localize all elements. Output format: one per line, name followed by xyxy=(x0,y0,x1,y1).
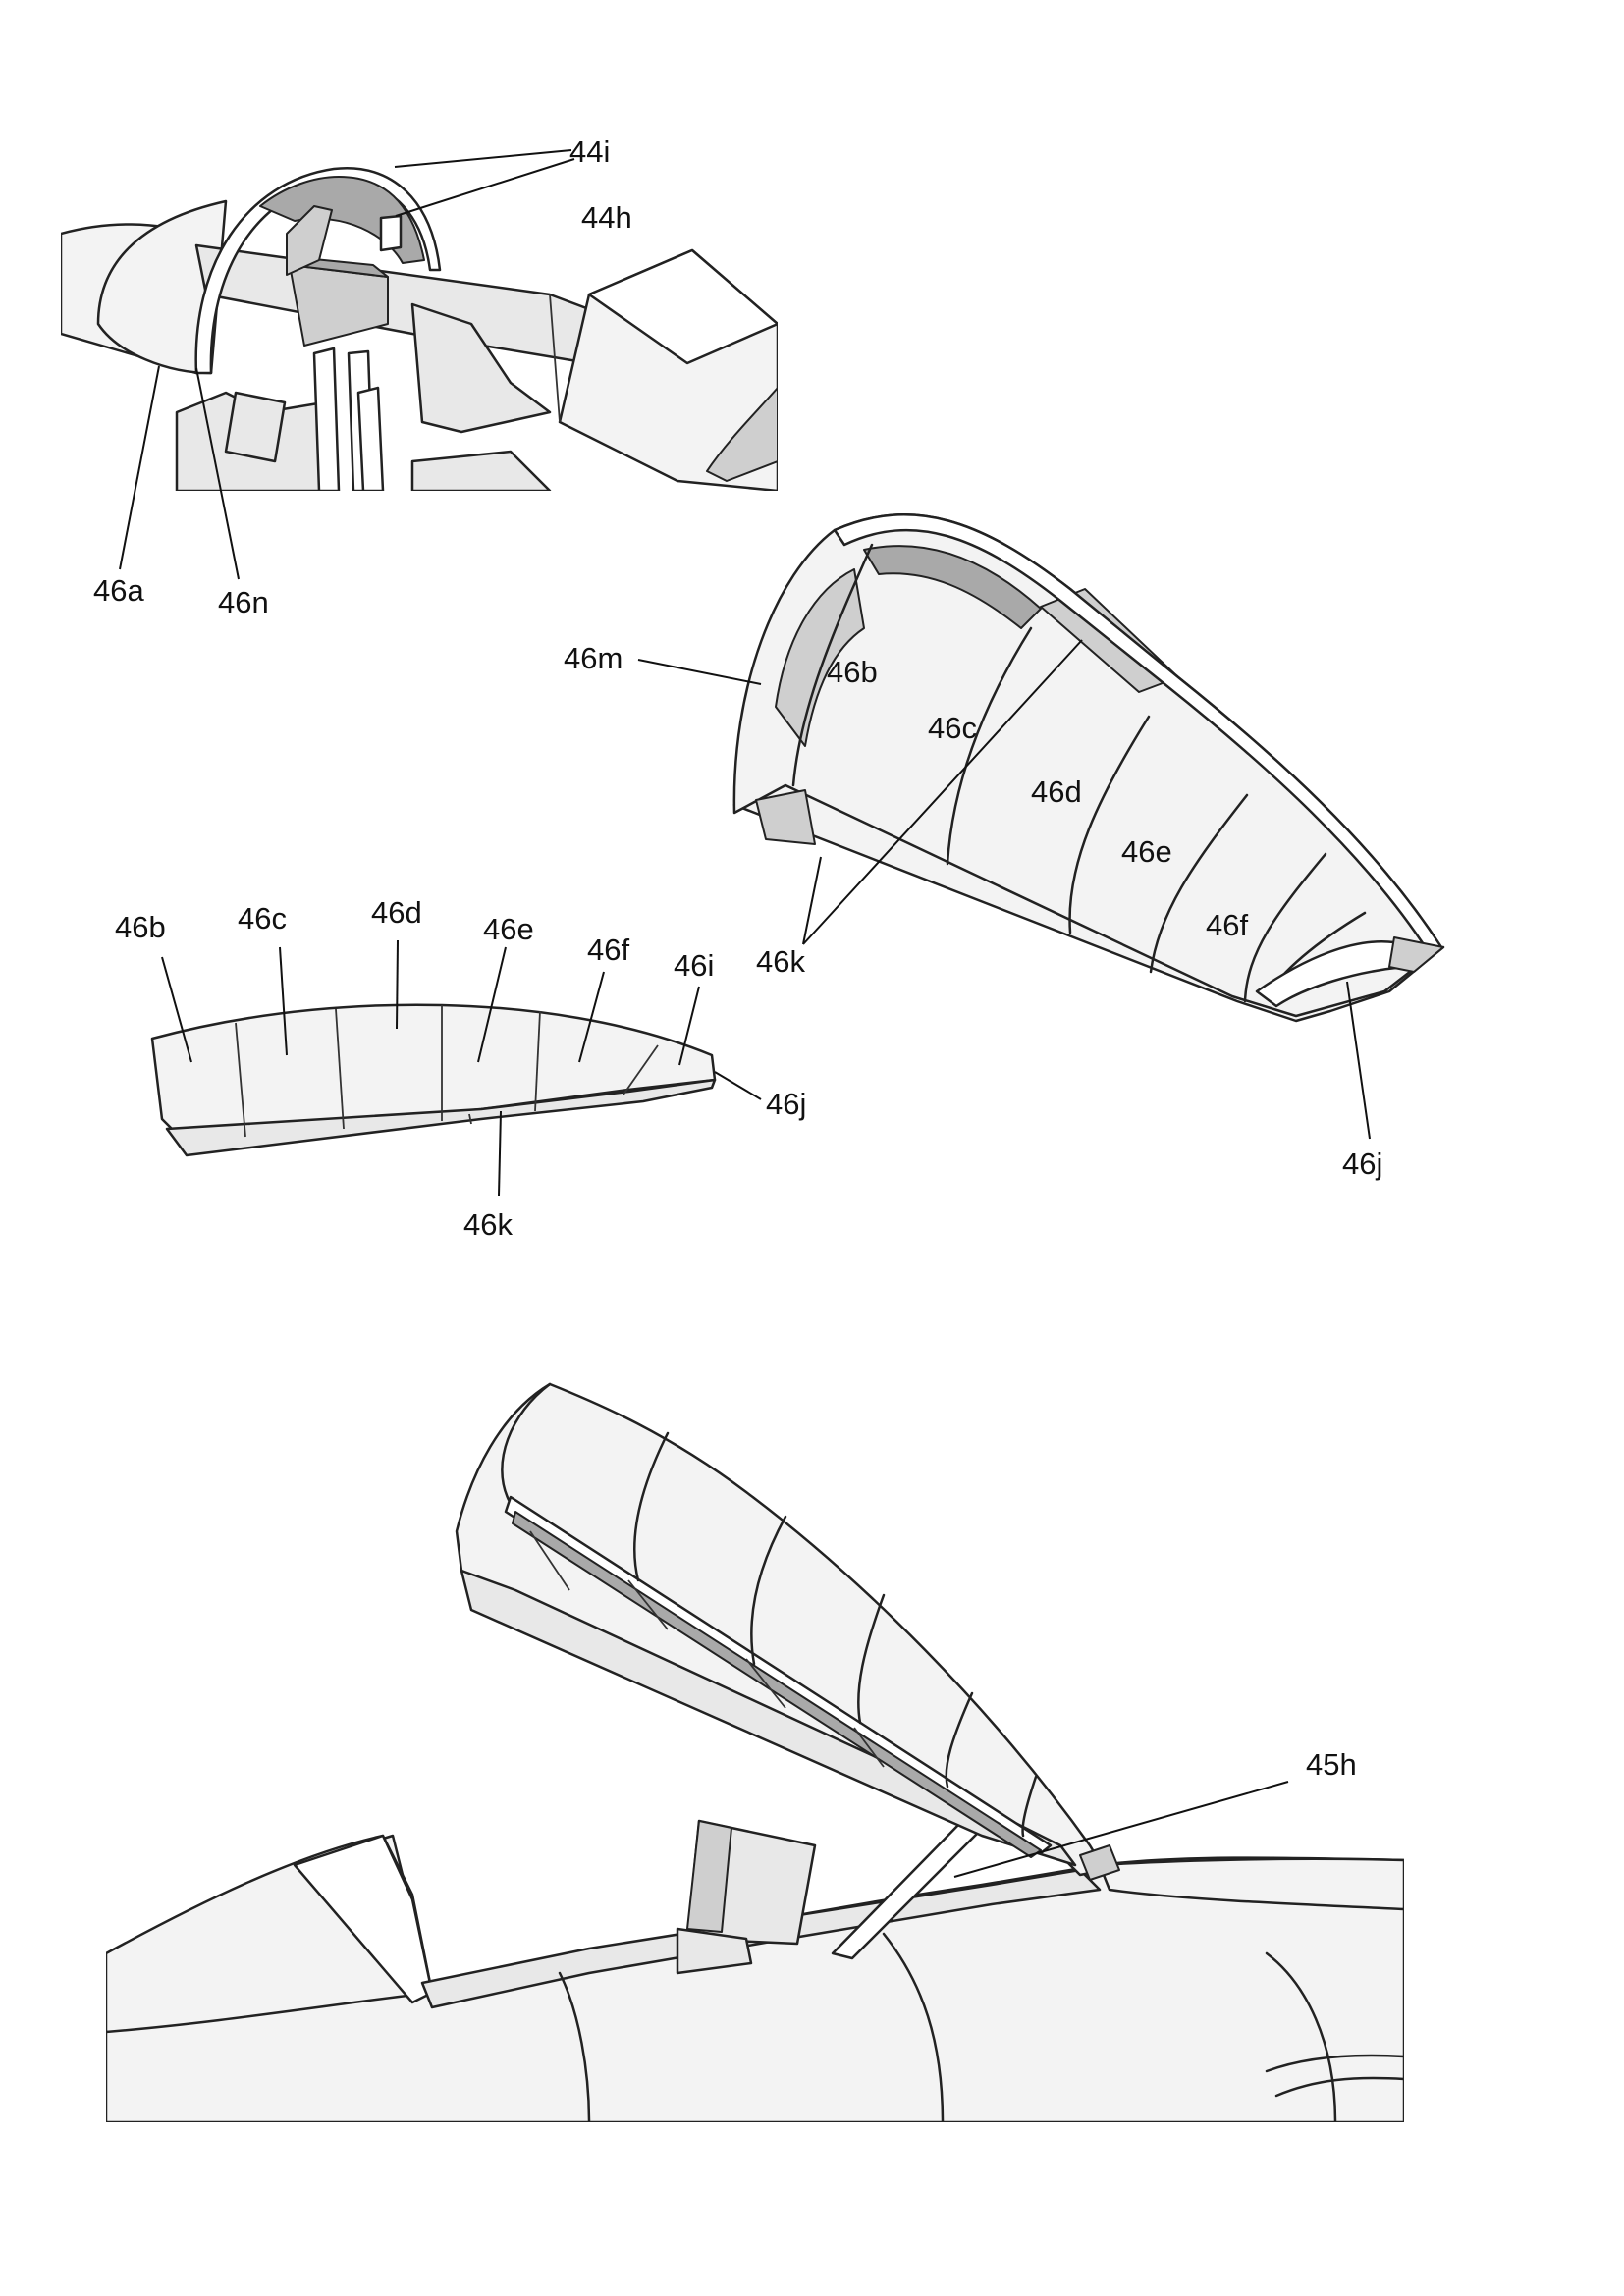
label-44h: 44h xyxy=(581,200,632,235)
label-46f: 46f xyxy=(587,933,629,967)
label-46b: 46b xyxy=(115,910,166,944)
label-46d: 46d xyxy=(371,895,422,930)
label-46d: 46d xyxy=(1031,774,1082,809)
label-46m: 46m xyxy=(564,641,623,675)
label-45h: 45h xyxy=(1306,1747,1357,1782)
label-46a: 46a xyxy=(93,573,144,608)
label-46c: 46c xyxy=(238,901,287,935)
label-46f: 46f xyxy=(1206,908,1248,942)
figure-canopy-opened: 45h xyxy=(106,1382,1404,2122)
label-46k: 46k xyxy=(756,944,805,979)
figure-cockpit-windscreen: 44i 44h 46a 46n xyxy=(61,134,778,619)
label-46j: 46j xyxy=(766,1087,806,1121)
label-46i: 46i xyxy=(674,948,714,983)
label-46e: 46e xyxy=(483,912,534,946)
figure-canopy-perspective: 46m 46b 46c 46d 46e 46f 46k 46j xyxy=(564,513,1445,1181)
label-46c: 46c xyxy=(928,711,977,745)
figure-canopy-side: 46b 46c 46d 46e 46f 46i 46j 46k xyxy=(115,895,806,1242)
label-46b: 46b xyxy=(827,655,878,689)
label-44i: 44i xyxy=(569,134,610,169)
label-46k: 46k xyxy=(463,1207,513,1242)
label-46n: 46n xyxy=(218,585,269,619)
label-46e: 46e xyxy=(1121,834,1172,869)
label-46j: 46j xyxy=(1342,1147,1382,1181)
